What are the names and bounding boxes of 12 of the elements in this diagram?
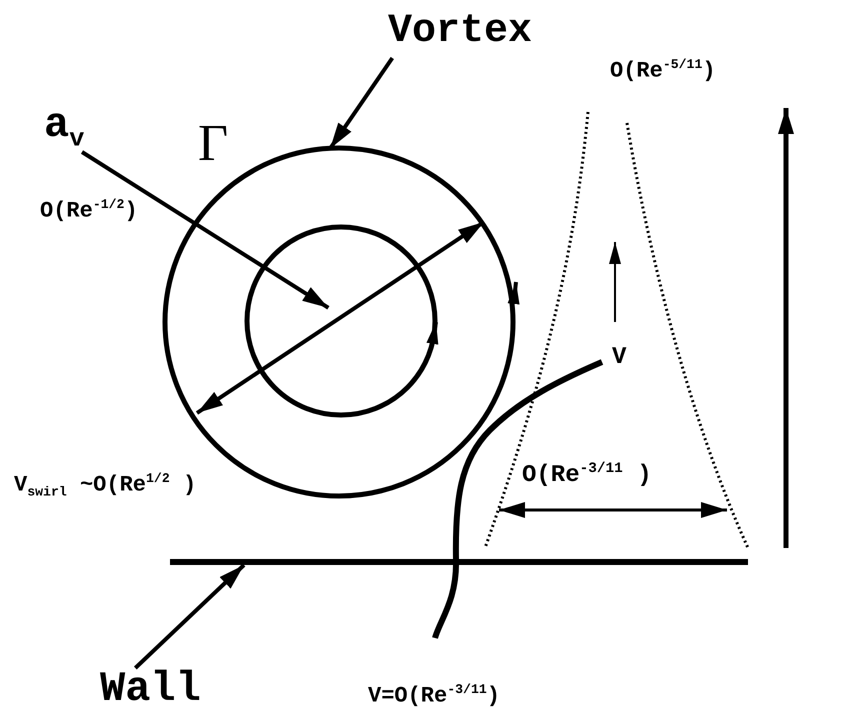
velocity-scale-label: V=O(Re$^{-3/11}$): [368, 683, 500, 708]
vortex-label: Vortex: [388, 12, 532, 52]
width-label: O(Re$^{-3/11}$ ): [522, 462, 652, 488]
velocity-label: V: [612, 346, 626, 370]
swirl-velocity-label: V$_{swirl}$ ~O(Re$^{1/2}$ ): [14, 472, 196, 499]
leader-line: [134, 564, 246, 670]
scale-label: O(Re$^{-5/11}$): [610, 58, 716, 82]
wall-label: Wall: [100, 668, 201, 710]
core-radius-label: a$_{v}$: [44, 104, 84, 152]
leader-line: [80, 150, 330, 310]
circulation-symbol: Γ: [198, 118, 228, 170]
scale-label: O(Re$^{-1/2}$): [40, 198, 138, 222]
